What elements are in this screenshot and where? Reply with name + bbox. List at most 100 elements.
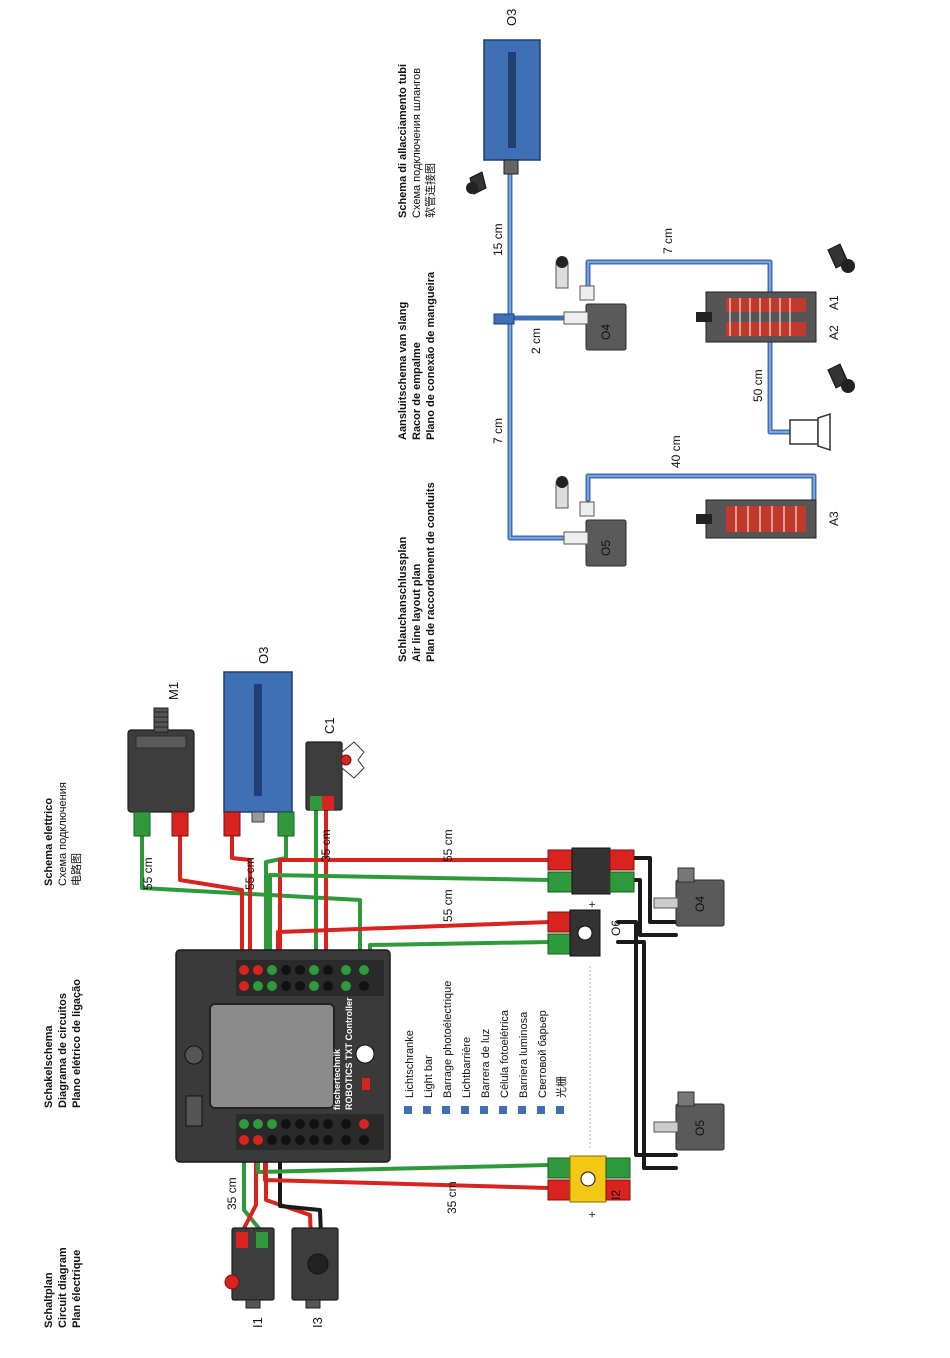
wire-len-i2: 35 cm <box>445 1181 459 1214</box>
controller-ports-top <box>236 960 384 996</box>
wire-len-o6: 55 cm <box>441 889 455 922</box>
sensor-i2: + I2 <box>547 1155 631 1218</box>
tubes <box>493 169 817 541</box>
compressor-o3-plug-red <box>223 811 241 837</box>
label-o3-electric: O3 <box>256 647 271 664</box>
suction-cup <box>789 412 831 452</box>
suction-cup-head <box>817 412 831 452</box>
label-o4-air: O4 <box>599 324 613 340</box>
controller-brand: fischertechnik <box>332 1048 342 1110</box>
switch-i1-button <box>224 1274 240 1290</box>
wire-m1-red <box>178 830 244 980</box>
cylinder-a1 <box>726 298 806 312</box>
wire-len-o3: 55 cm <box>243 857 257 890</box>
label-m1: M1 <box>166 682 181 700</box>
compressor-o3-air: O3 <box>466 9 541 195</box>
wire-length-labels: 55 cm 55 cm 35 cm 55 cm 55 cm 35 cm 35 c… <box>141 829 459 1214</box>
motor-m1-shaft <box>153 707 169 733</box>
title-tubes-it: Schema di allacciamento tubi <box>397 64 409 218</box>
switch-c1: C1 <box>305 717 365 811</box>
sensor-i2-plus: + <box>585 1211 599 1218</box>
motor-m1-plug-red <box>171 811 189 837</box>
label-a3: A3 <box>827 511 841 526</box>
label-c1: C1 <box>322 717 337 734</box>
controller-model: ROBOTICS TXT Controller <box>344 997 354 1110</box>
valve-o4-air-body <box>585 303 627 351</box>
wire-o4-supply-a <box>631 856 678 924</box>
tube-len-compressor: 15 cm <box>491 223 505 256</box>
wire-o5-supply-a <box>616 920 678 1157</box>
compressor-o3-electric: O3 <box>223 647 295 837</box>
valve-o5-air: O5 <box>555 476 627 567</box>
valve-o4-connector <box>571 847 611 895</box>
label-i1: I1 <box>250 1317 265 1328</box>
label-a2: A2 <box>827 325 841 340</box>
controller-button <box>184 1045 204 1065</box>
title-tubes: Schema di allacciamento tubi Схема подкл… <box>397 64 437 218</box>
wire-o4-green <box>268 873 552 980</box>
title-circuit-en: Circuit diagram <box>57 1247 69 1328</box>
label-o5-air: O5 <box>599 540 613 556</box>
led-o6-lamp <box>577 925 593 941</box>
title-hose-pt: Plano de conexão de mangueira <box>425 271 437 440</box>
controller-speaker <box>355 1044 375 1064</box>
wire-o3-red <box>230 830 252 980</box>
label-o3-air: O3 <box>504 9 519 26</box>
tube-len-a2: 50 cm <box>751 369 765 402</box>
title-tubes-ru: Схема подключения шлангов <box>411 68 423 218</box>
legend-item-0: Lichtschranke <box>404 1030 416 1098</box>
label-i2: I2 <box>609 1190 623 1200</box>
legend-item-5: Célula fotoelétrica <box>499 1009 511 1098</box>
title-electric-it: Schema elettrico <box>43 798 55 886</box>
compressor-o3-slot <box>254 684 262 796</box>
tube-length-labels: 15 cm 2 cm 7 cm 50 cm 7 cm 40 cm <box>491 223 765 468</box>
title-wiring-es: Diagrama de circuitos <box>57 993 69 1108</box>
valve-o4-plugs <box>547 847 635 895</box>
wire-o3-green <box>264 830 288 980</box>
legend-item-7: Световой барьер <box>537 1010 549 1098</box>
valve-o4-electric: O4 <box>653 867 725 927</box>
controller-screen <box>209 1003 335 1109</box>
title-airline-en: Air line layout plan <box>411 563 423 662</box>
valve-o5-electric: O5 <box>653 1091 725 1151</box>
tube-tee <box>493 313 515 325</box>
cylinder-a1-a2: A1 A2 <box>696 243 855 393</box>
legend-item-6: Barriera luminosa <box>518 1011 530 1098</box>
title-hose-es: Racor de empalme <box>411 342 423 440</box>
title-circuit-fr: Plan électrique <box>71 1250 83 1328</box>
wire-o5-supply-b <box>616 940 678 1170</box>
wire-o6-green <box>368 940 552 980</box>
sensor-i2-lens <box>580 1171 596 1187</box>
title-circuit-de: Schaltplan <box>43 1272 55 1328</box>
title-hose-nl: Aansluitschema van slang <box>397 302 409 440</box>
title-airline: Schlauchanschlussplan Air line layout pl… <box>397 482 437 662</box>
title-hose: Aansluitschema van slang Racor de empalm… <box>397 271 437 440</box>
motor-m1: M1 <box>127 682 195 837</box>
valve-o4-air: O4 <box>555 256 627 351</box>
sensor-i3: I3 <box>291 1227 339 1328</box>
motor-m1-cap <box>135 735 187 749</box>
label-i3: I3 <box>310 1317 325 1328</box>
wire-len-i1: 35 cm <box>225 1177 239 1210</box>
label-o4-electric: O4 <box>693 896 707 912</box>
title-circuit: Schaltplan Circuit diagram Plan électriq… <box>43 1247 83 1328</box>
tube-len-o5: 7 cm <box>491 418 505 444</box>
cylinder-a2 <box>726 322 806 336</box>
wire-len-m1: 55 cm <box>141 857 155 890</box>
title-electric: Schema elettrico Схема подключения 电路图 <box>43 782 83 886</box>
title-tubes-zh: 软管连接图 <box>423 163 437 218</box>
led-o6: + O6 <box>547 901 623 957</box>
legend-item-3: Lichtbarrière <box>461 1037 473 1098</box>
legend-item-8: 光栅 <box>554 1076 568 1098</box>
cylinder-a3-body <box>726 506 806 532</box>
label-o6: O6 <box>609 920 623 936</box>
motor-m1-plug-green <box>133 811 151 837</box>
controller-txt: fischertechnik ROBOTICS TXT Controller <box>175 949 391 1163</box>
title-wiring: Schakelschema Diagrama de circuitos Plan… <box>43 979 83 1108</box>
tube-a2 <box>767 329 793 435</box>
cylinder-a3: A3 <box>696 499 841 539</box>
tube-len-o4: 2 cm <box>529 328 543 354</box>
switch-c1-wheel <box>341 741 365 779</box>
legend-item-1: Light bar <box>423 1055 435 1098</box>
